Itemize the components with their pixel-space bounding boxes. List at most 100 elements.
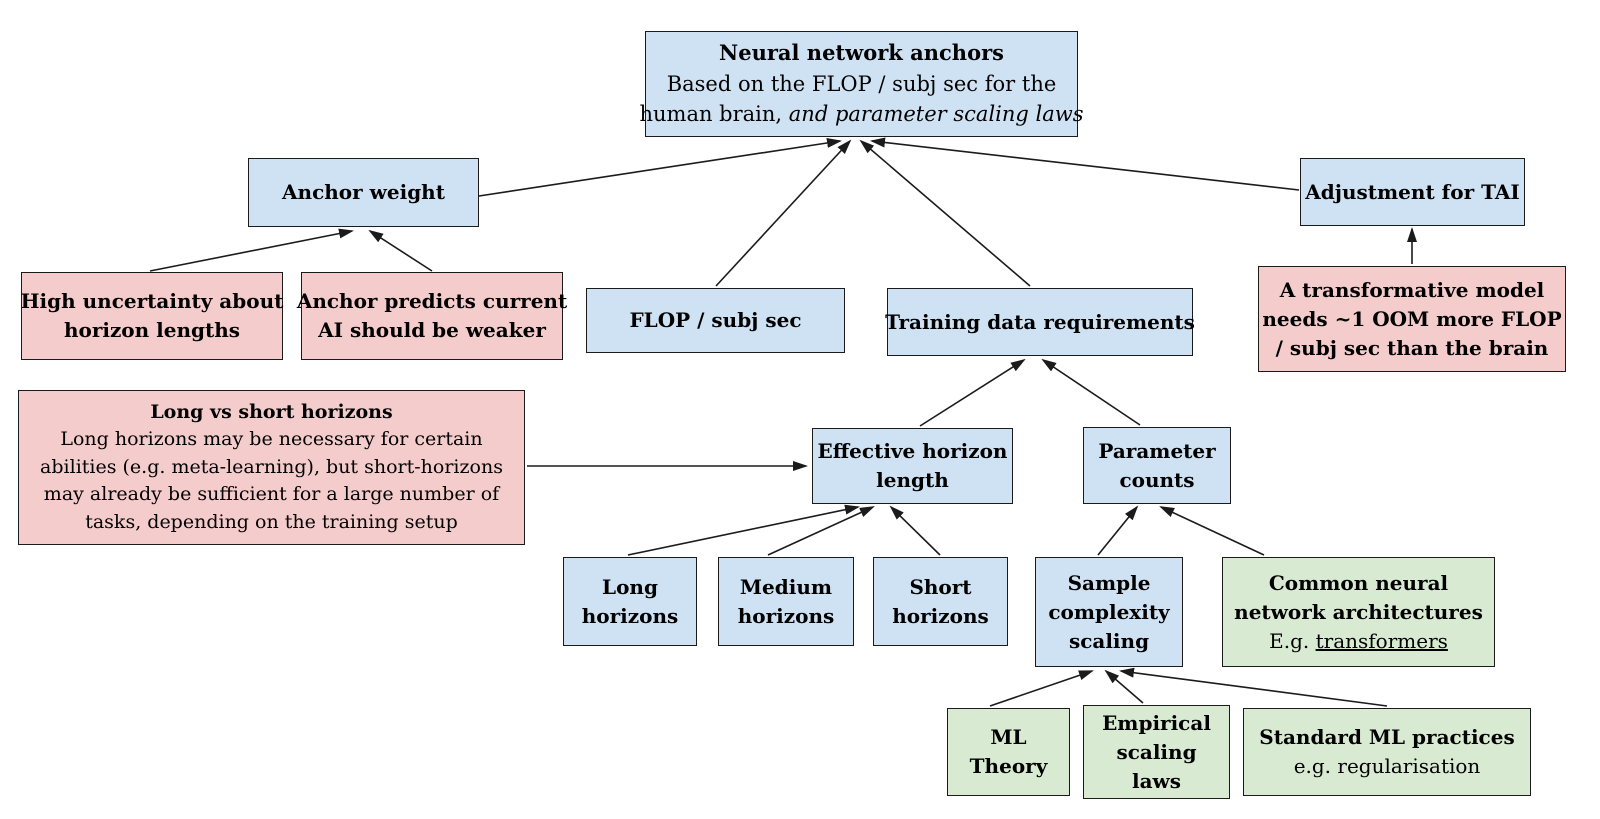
node-medium-horizons-line: Medium [740, 573, 832, 602]
edge-effective-horizon-length-to-training-data [919, 358, 1026, 427]
node-nn-anchors-line: human brain, and parameter scaling laws [640, 99, 1084, 129]
node-sample-complexity-scaling-line: complexity [1048, 598, 1169, 627]
transformers-link[interactable]: transformers [1315, 628, 1448, 653]
text-segment: Effective horizon [817, 439, 1008, 463]
edge-sample-complexity-scaling-to-parameter-counts [1097, 505, 1139, 556]
text-segment: Short [909, 574, 972, 599]
node-standard-ml-practices-line: e.g. regularisation [1294, 752, 1481, 781]
text-segment: length [876, 468, 949, 492]
text-segment: FLOP / subj sec [629, 308, 802, 332]
text-segment: Standard ML practices [1259, 725, 1515, 749]
node-short-horizons-line: horizons [892, 602, 989, 631]
node-ml-theory-line: Theory [970, 752, 1048, 781]
node-empirical-scaling-laws-line: laws [1132, 767, 1181, 796]
edge-anchor-weight-to-nn-anchors [478, 138, 842, 197]
text-segment: / subj sec than the brain [1275, 335, 1549, 360]
node-common-architectures-line: network architectures [1234, 598, 1483, 627]
text-segment: scaling [1116, 739, 1197, 764]
node-flop-subj-sec-line: FLOP / subj sec [629, 306, 801, 335]
node-empirical-scaling-laws: Empirical scaling laws [1083, 705, 1230, 799]
edge-common-architectures-to-parameter-counts [1159, 506, 1265, 556]
text-segment: Empirical [1102, 710, 1211, 735]
node-effective-horizon-length-line: length [876, 466, 949, 495]
text-segment: AI should be weaker [318, 318, 546, 342]
edge-parameter-counts-to-training-data [1041, 358, 1141, 426]
node-sample-complexity-scaling: Sample complexity scaling [1035, 557, 1183, 667]
text-segment: abilities (e.g. meta-learning), but shor… [40, 455, 503, 478]
node-effective-horizon-length-line: Effective horizon [818, 437, 1008, 466]
text-segment: A transformative model [1279, 277, 1545, 302]
edge-training-data-to-nn-anchors [859, 139, 1031, 287]
text-segment: laws [1131, 768, 1182, 793]
text-segment: scaling [1068, 628, 1150, 653]
node-anchor-predicts-line: Anchor predicts current [297, 287, 567, 316]
node-adjustment-tai: Adjustment for TAI [1300, 158, 1525, 226]
text-segment: human brain, [639, 102, 789, 127]
text-segment: E.g. [1269, 628, 1316, 653]
text-segment: ML [990, 725, 1027, 749]
node-high-uncertainty-line: High uncertainty about [21, 287, 284, 316]
node-transformative-model: A transformative model needs ~1 OOM more … [1258, 266, 1566, 372]
node-medium-horizons-line: horizons [738, 602, 835, 631]
text-segment: Anchor predicts current [296, 289, 568, 313]
text-segment: horizons [892, 603, 989, 628]
text-segment: Adjustment for TAI [1305, 179, 1520, 204]
node-empirical-scaling-laws-line: scaling [1116, 738, 1196, 767]
text-segment: counts [1119, 467, 1195, 492]
text-segment: Long vs short horizons [150, 400, 393, 423]
text-segment: horizon lengths [63, 318, 241, 342]
text-segment: Medium [739, 574, 833, 599]
text-segment: needs ~1 OOM more FLOP [1262, 306, 1562, 331]
text-segment: Neural network anchors [719, 40, 1004, 66]
node-anchor-predicts-line: AI should be weaker [318, 316, 546, 345]
edge-short-horizons-to-effective-horizon-length [889, 505, 941, 556]
node-transformative-model-line: needs ~1 OOM more FLOP [1262, 305, 1561, 334]
edge-ml-theory-to-sample-complexity-scaling [989, 670, 1094, 707]
node-transformative-model-line: / subj sec than the brain [1276, 334, 1549, 363]
text-segment: tasks, depending on the training setup [85, 510, 458, 533]
edge-medium-horizons-to-effective-horizon-length [767, 506, 875, 556]
node-long-horizons-line: Long [602, 573, 658, 602]
edge-adjustment-tai-to-nn-anchors [870, 137, 1300, 191]
node-short-horizons-line: Short [909, 573, 971, 602]
edge-empirical-scaling-laws-to-sample-complexity-scaling [1104, 669, 1144, 704]
node-parameter-counts-line: Parameter [1098, 437, 1215, 466]
node-nn-anchors-line: Based on the FLOP / subj sec for the [667, 69, 1057, 99]
text-segment: Sample [1067, 570, 1151, 595]
text-segment: Parameter [1098, 438, 1216, 463]
node-long-vs-short-horizons-line: abilities (e.g. meta-learning), but shor… [40, 454, 503, 482]
node-flop-subj-sec: FLOP / subj sec [586, 288, 845, 353]
node-adjustment-tai-line: Adjustment for TAI [1305, 178, 1520, 207]
node-long-vs-short-horizons-line: Long horizons may be necessary for certa… [60, 426, 482, 454]
edge-high-uncertainty-to-anchor-weight [149, 228, 354, 272]
node-ml-theory-line: ML [990, 723, 1026, 752]
node-anchor-weight-line: Anchor weight [282, 178, 445, 207]
text-segment: Long horizons may be necessary for certa… [60, 428, 483, 451]
node-common-architectures-line: E.g. transformers [1269, 627, 1448, 656]
text-segment: horizons [581, 603, 679, 628]
node-empirical-scaling-laws-line: Empirical [1102, 709, 1211, 738]
node-sample-complexity-scaling-line: Sample [1068, 569, 1151, 598]
text-segment: may already be sufficient for a large nu… [43, 483, 500, 506]
text-segment: network architectures [1234, 599, 1483, 624]
node-high-uncertainty-line: horizon lengths [64, 316, 240, 345]
node-ml-theory: ML Theory [947, 708, 1070, 796]
edge-flop-subj-sec-to-nn-anchors [715, 139, 852, 287]
node-training-data: Training data requirements [885, 288, 1195, 356]
node-anchor-predicts: Anchor predicts current AI should be weak… [297, 272, 567, 360]
node-parameter-counts: Parameter counts [1083, 427, 1231, 504]
node-standard-ml-practices-line: Standard ML practices [1259, 723, 1514, 752]
node-common-architectures-line: Common neural [1269, 569, 1448, 598]
node-parameter-counts-line: counts [1119, 466, 1194, 495]
edge-standard-ml-practices-to-sample-complexity-scaling [1119, 667, 1388, 707]
node-long-vs-short-horizons-line: may already be sufficient for a large nu… [44, 481, 499, 509]
node-medium-horizons: Medium horizons [718, 557, 854, 646]
node-nn-anchors-line: Neural network anchors [719, 38, 1004, 68]
node-effective-horizon-length: Effective horizon length [812, 428, 1013, 504]
text-segment: complexity [1048, 599, 1170, 624]
